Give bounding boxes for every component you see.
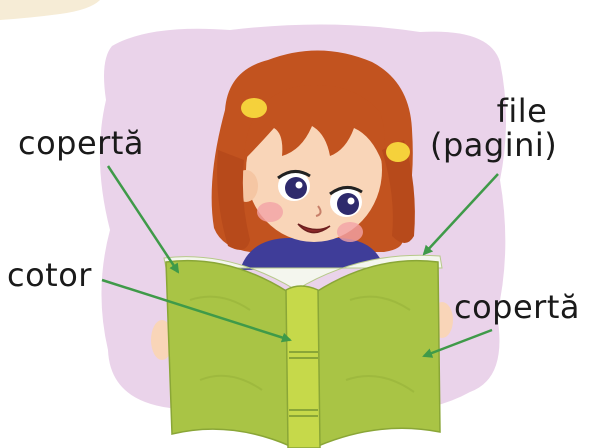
arrow-cover-right bbox=[422, 328, 493, 358]
label-spine: cotor bbox=[7, 256, 92, 294]
mouth bbox=[297, 223, 331, 234]
corner-smudge bbox=[0, 0, 100, 20]
hair-fringe bbox=[244, 85, 385, 162]
hair-lock-right bbox=[382, 140, 415, 243]
label-pages-line1: file bbox=[496, 92, 548, 130]
hair-clip-right bbox=[386, 142, 410, 162]
arrow-cover-top bbox=[106, 165, 180, 274]
book-spine bbox=[285, 285, 321, 448]
arrow-spine bbox=[101, 278, 292, 343]
label-cover-top: copertă bbox=[18, 124, 144, 162]
book-cover-left bbox=[165, 259, 291, 448]
hand-left bbox=[151, 320, 173, 360]
hair-lock-left bbox=[217, 150, 250, 250]
cheek-left bbox=[257, 202, 283, 222]
book-cover-right bbox=[315, 259, 441, 448]
label-pages-line2: (pagini) bbox=[430, 126, 558, 164]
label-cover-right: copertă bbox=[454, 288, 580, 326]
sweater bbox=[240, 238, 384, 270]
hair-clip-left bbox=[241, 98, 267, 118]
nose bbox=[315, 205, 322, 217]
arrow-pages bbox=[422, 173, 499, 256]
cheek-right bbox=[337, 222, 363, 242]
